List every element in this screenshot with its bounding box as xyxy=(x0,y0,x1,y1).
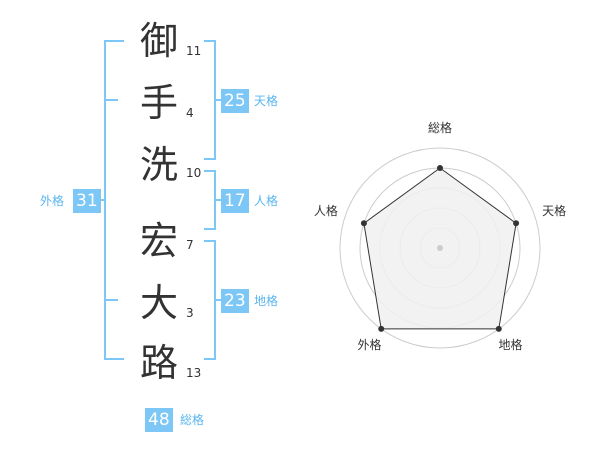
chikaku-label: 地格 xyxy=(254,294,279,308)
bracket-tick-1 xyxy=(104,99,118,101)
jinkaku-label: 人格 xyxy=(254,194,279,208)
bracket-tick-2 xyxy=(104,299,118,301)
soukaku-value-badge: 48 xyxy=(145,408,173,432)
radar-point-2 xyxy=(495,325,502,332)
tenkaku-value-badge: 25 xyxy=(221,89,249,113)
jinkaku-value-badge: 17 xyxy=(221,189,249,213)
name-char-4: 宏 xyxy=(140,219,179,263)
radar-axis-label-2: 地格 xyxy=(498,337,522,352)
name-char-2: 手 xyxy=(140,81,179,125)
radar-axis-label-3: 外格 xyxy=(357,337,381,352)
stroke-count-4: 7 xyxy=(186,238,194,252)
soukaku-label: 総格 xyxy=(180,413,205,427)
tenkaku-connector xyxy=(214,99,222,101)
radar-point-1 xyxy=(513,220,520,227)
radar-axis-label-0: 総格 xyxy=(428,120,452,135)
radar-point-3 xyxy=(378,325,385,332)
name-char-5: 大 xyxy=(140,281,179,325)
stroke-count-2: 4 xyxy=(186,106,194,120)
radar-ring-5 xyxy=(339,147,541,349)
tenkaku-label: 天格 xyxy=(254,94,279,108)
chikaku-value-badge: 23 xyxy=(221,289,249,313)
name-char-3: 洗 xyxy=(140,143,179,187)
radar-point-0 xyxy=(437,165,443,171)
stroke-count-6: 13 xyxy=(186,366,202,380)
chikaku-connector xyxy=(214,299,222,301)
gaikaku-value-badge: 31 xyxy=(73,189,101,213)
jinkaku-connector xyxy=(214,199,222,201)
stroke-count-1: 11 xyxy=(186,44,202,58)
radar-center-dot xyxy=(437,245,443,251)
radar-axis-label-1: 天格 xyxy=(542,203,566,218)
name-char-6: 路 xyxy=(140,341,179,385)
gaikaku-bracket xyxy=(104,40,124,360)
name-char-1: 御 xyxy=(140,19,179,63)
radar-point-4 xyxy=(360,220,367,227)
stroke-count-5: 3 xyxy=(186,306,194,320)
gaikaku-label: 外格 xyxy=(40,194,65,208)
stroke-count-3: 10 xyxy=(186,166,202,180)
gaikaku-connector xyxy=(98,199,106,201)
radar-axis-label-4: 人格 xyxy=(314,203,338,218)
